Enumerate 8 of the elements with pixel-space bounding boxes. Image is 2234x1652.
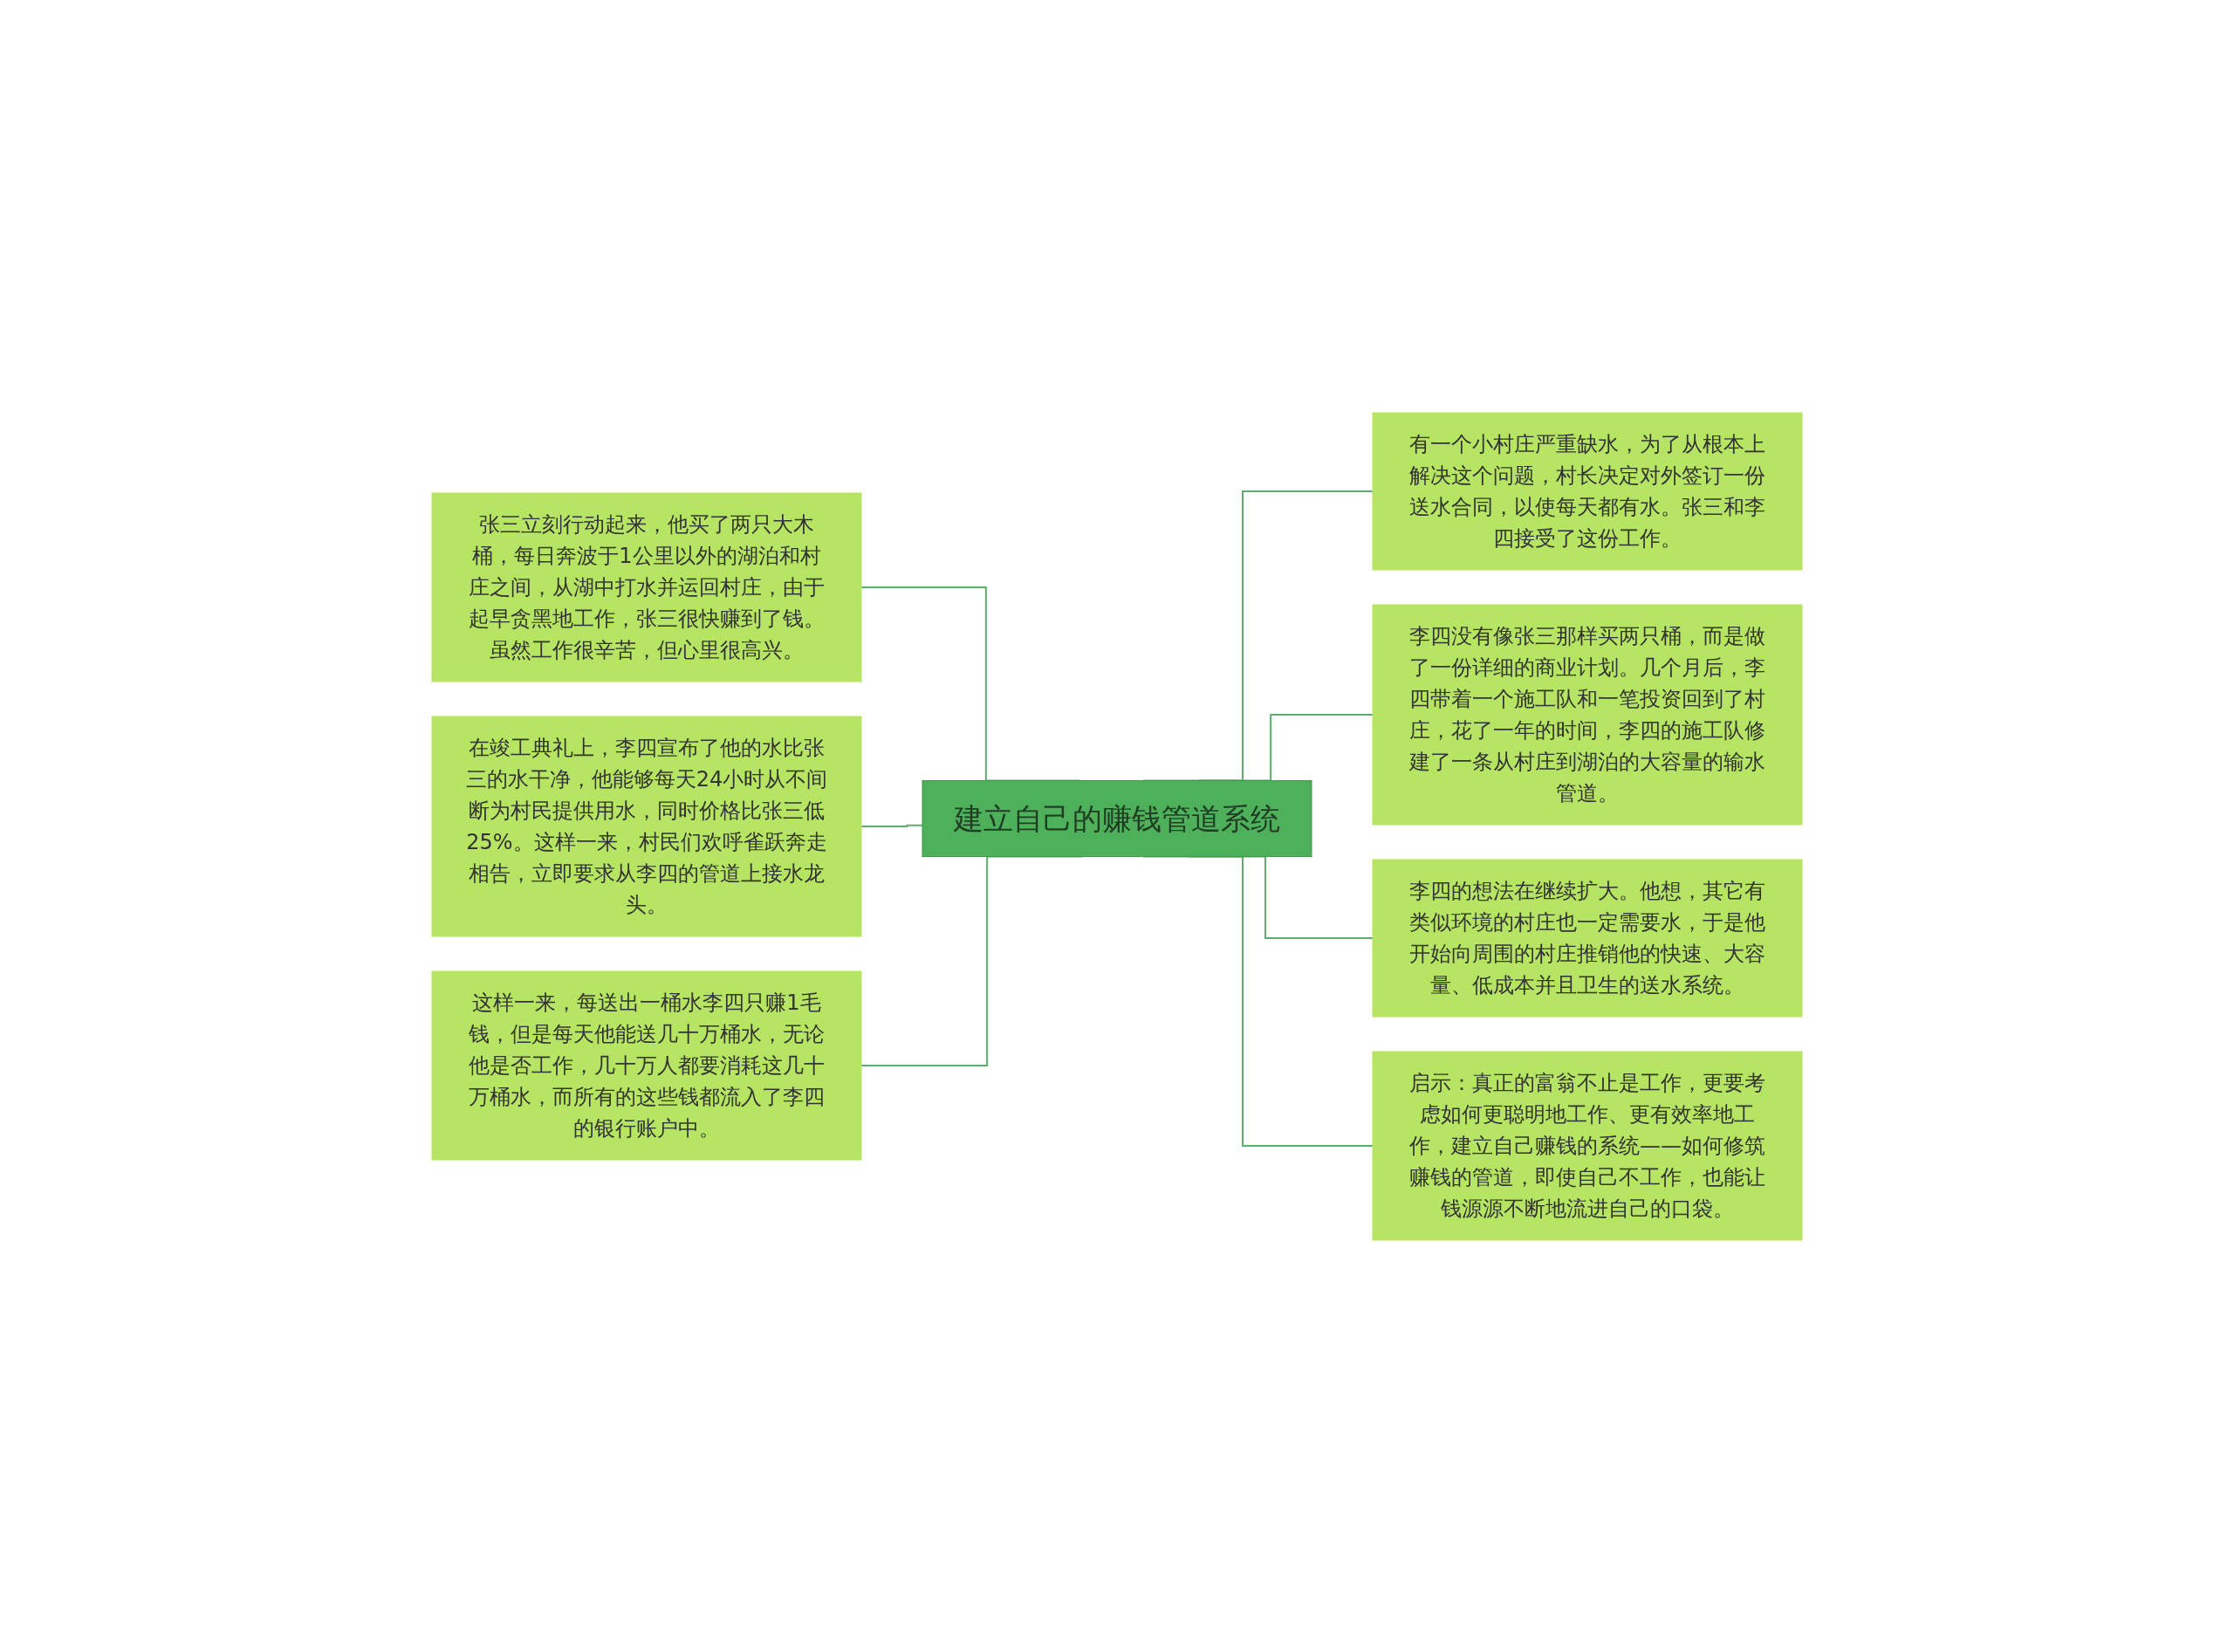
node-box: 启示：真正的富翁不止是工作，更要考虑如何更聪明地工作、更有效率地工作，建立自己赚钱的系统——如何修筑赚钱的管道，即使自己不工作，也能让钱源源不断地流进自己的口袋。: [1372, 1051, 1803, 1240]
node-box: 在竣工典礼上，李四宣布了他的水比张三的水干净，他能够每天24小时从不间断为村民提供用水，同时价格比张三低25%。这样一来，村民们欢呼雀跃奔走相告，立即要求从李四的管道上接水龙头。: [431, 716, 862, 936]
node-box: 这样一来，每送出一桶水李四只赚1毛钱，但是每天他能送几十万桶水，无论他是否工作，几十万人都要消耗这几十万桶水，而所有的这些钱都流入了李四的银行账户中。: [431, 970, 862, 1160]
node-box: 有一个小村庄严重缺水，为了从根本上解决这个问题，村长决定对外签订一份送水合同，以使每天都有水。张三和李四接受了这份工作。: [1372, 412, 1803, 570]
node-box: 李四的想法在继续扩大。他想，其它有类似环境的村庄也一定需要水，于是他开始向周围的村庄推销他的快速、大容量、低成本并且卫生的送水系统。: [1372, 859, 1803, 1017]
connector: [860, 824, 923, 827]
node-box: 李四没有像张三那样买两只桶，而是做了一份详细的商业计划。几个月后，李四带着一个施工队和一笔投资回到了村庄，花了一年的时间，李四的施工队修建了一条从村庄到湖泊的大容量的输水管道。: [1372, 604, 1803, 825]
node-box: 张三立刻行动起来，他买了两只大木桶，每日奔波于1公里以外的湖泊和村庄之间，从湖中打水并运回村庄，由于起早贪黑地工作，张三很快赚到了钱。虽然工作很辛苦，但心里很高兴。: [431, 492, 862, 682]
